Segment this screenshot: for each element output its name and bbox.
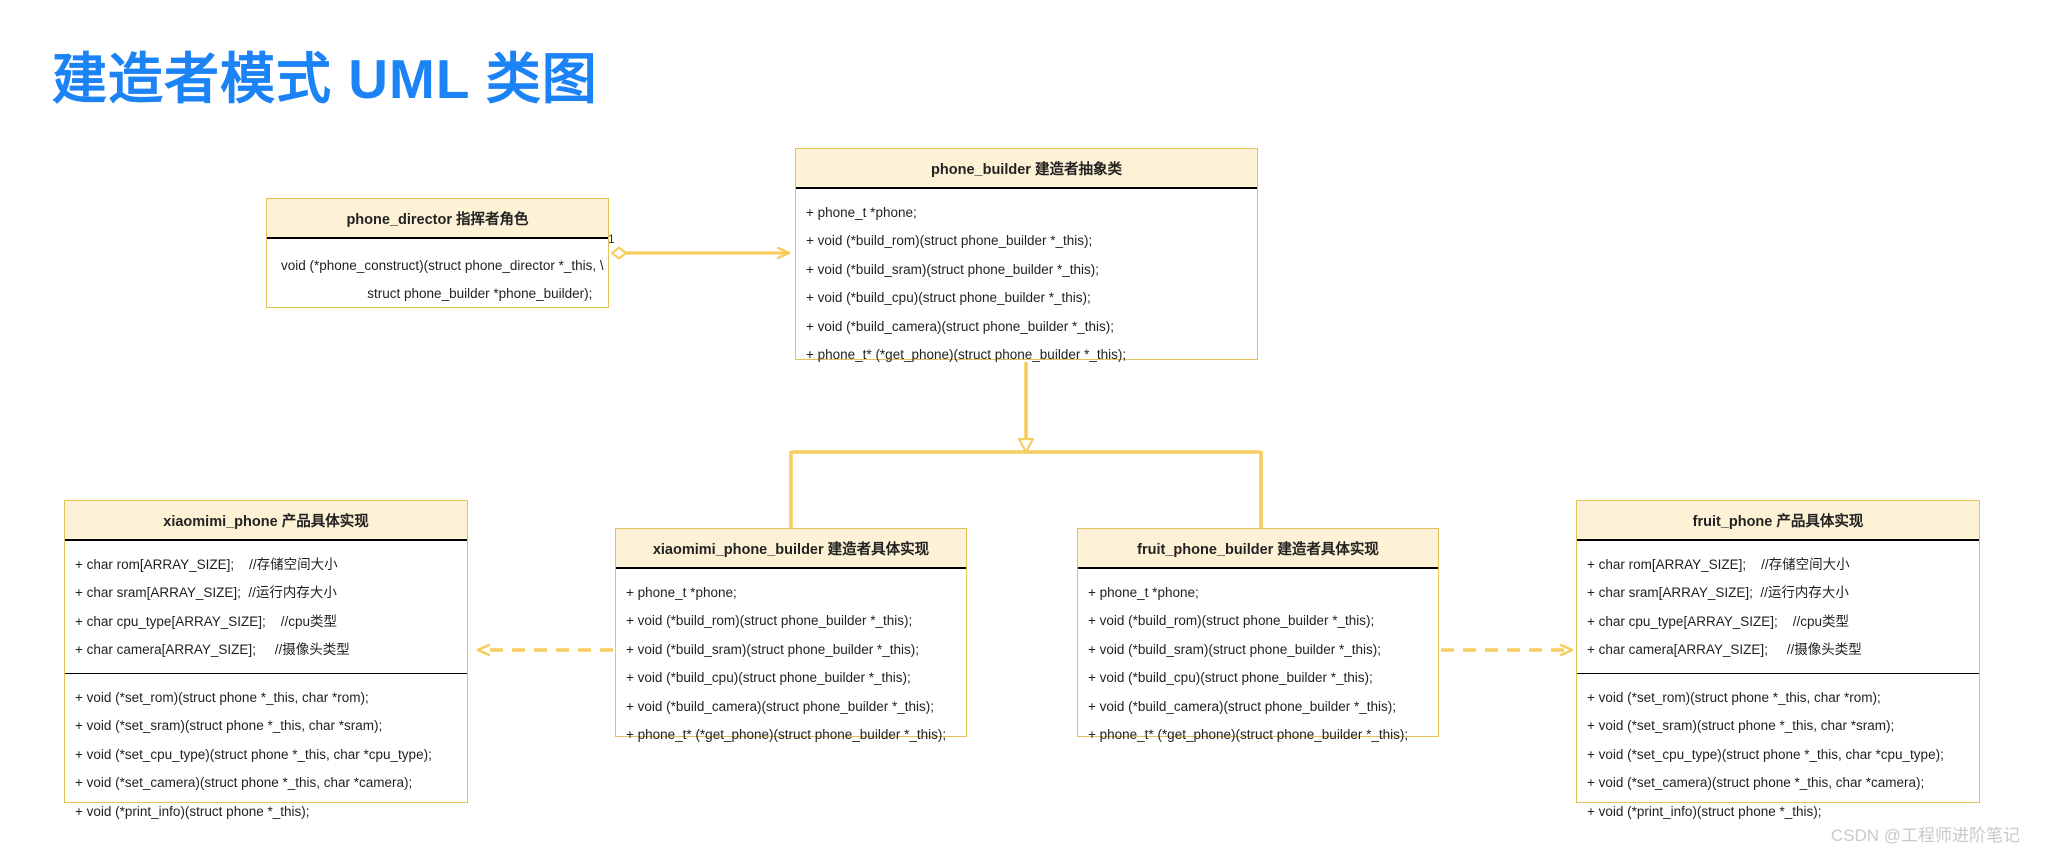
page-title: 建造者模式 UML 类图 xyxy=(52,48,598,110)
class-member: + void (*build_cpu)(struct phone_builder… xyxy=(1088,670,1373,685)
class-member: + void (*build_camera)(struct phone_buil… xyxy=(1088,698,1397,714)
class-member: + char camera[ARRAY_SIZE]; //摄像头类型 xyxy=(75,642,350,657)
class-member: + void (*build_sram)(struct phone_builde… xyxy=(806,261,1100,277)
class-member: + void (*build_cpu)(struct phone_builder… xyxy=(806,290,1091,305)
class-member: + char sram[ARRAY_SIZE]; //运行内存大小 xyxy=(75,585,337,600)
class-header-xiaomimi-phone: xiaomimi_phone 产品具体实现 xyxy=(65,501,467,541)
class-member: void (*phone_construct)(struct phone_dir… xyxy=(281,257,604,273)
class-box-fruit-phone[interactable]: fruit_phone 产品具体实现 + char rom[ARRAY_SIZE… xyxy=(1576,500,1980,818)
class-member: + void (*build_rom)(struct phone_builder… xyxy=(1088,613,1375,628)
class-section-fruit-phone-methods: + void (*set_rom)(struct phone *_this, c… xyxy=(1577,673,1979,835)
class-section-fruit-phone-attributes: + char rom[ARRAY_SIZE]; //存储空间大小 + char … xyxy=(1577,541,1979,673)
class-box-fruit-phone-builder[interactable]: fruit_phone_builder 建造者具体实现 + phone_t *p… xyxy=(1077,528,1439,741)
class-section-fruit-phone-builder-members: + phone_t *phone; + void (*build_rom)(st… xyxy=(1078,569,1438,758)
class-member: + void (*build_sram)(struct phone_builde… xyxy=(1088,641,1382,657)
class-header-fruit-phone: fruit_phone 产品具体实现 xyxy=(1577,501,1979,541)
class-box-xiaomimi-phone[interactable]: xiaomimi_phone 产品具体实现 + char rom[ARRAY_S… xyxy=(64,500,468,818)
class-member: + char cpu_type[ARRAY_SIZE]; //cpu类型 xyxy=(1587,613,1849,629)
class-header-phone-builder: phone_builder 建造者抽象类 xyxy=(796,149,1257,189)
class-member: + void (*build_cpu)(struct phone_builder… xyxy=(626,670,911,685)
class-member: + phone_t* (*get_phone)(struct phone_bui… xyxy=(626,727,947,742)
class-header-fruit-phone-builder: fruit_phone_builder 建造者具体实现 xyxy=(1078,529,1438,569)
class-member: + phone_t* (*get_phone)(struct phone_bui… xyxy=(806,347,1127,362)
multiplicity-label-director-builder: 1 xyxy=(608,232,615,246)
class-member: + void (*build_rom)(struct phone_builder… xyxy=(806,233,1093,248)
class-member: + void (*print_info)(struct phone *_this… xyxy=(1587,803,1822,819)
csdn-watermark: CSDN @工程师进阶笔记 xyxy=(1830,826,2020,845)
class-header-phone-director: phone_director 指挥者角色 xyxy=(267,199,608,239)
class-member: + phone_t *phone; xyxy=(1088,584,1199,600)
class-member: + void (*set_sram)(struct phone *_this, … xyxy=(1587,718,1895,733)
class-header-xiaomimi-phone-builder: xiaomimi_phone_builder 建造者具体实现 xyxy=(616,529,966,569)
class-member: + char sram[ARRAY_SIZE]; //运行内存大小 xyxy=(1587,585,1849,600)
class-member: + phone_t *phone; xyxy=(806,204,917,220)
class-member: + char cpu_type[ARRAY_SIZE]; //cpu类型 xyxy=(75,613,337,629)
class-section-phone-builder-members: + phone_t *phone; + void (*build_rom)(st… xyxy=(796,189,1257,378)
class-member: + char rom[ARRAY_SIZE]; //存储空间大小 xyxy=(75,556,338,572)
class-member: + void (*set_rom)(struct phone *_this, c… xyxy=(1587,689,1881,705)
class-member: + void (*build_camera)(struct phone_buil… xyxy=(626,698,935,714)
class-member: + void (*build_camera)(struct phone_buil… xyxy=(806,318,1115,334)
class-member: + void (*set_cpu_type)(struct phone *_th… xyxy=(1587,746,1944,762)
class-member: + phone_t* (*get_phone)(struct phone_bui… xyxy=(1088,727,1409,742)
class-box-phone-builder[interactable]: phone_builder 建造者抽象类 + phone_t *phone; +… xyxy=(795,148,1258,361)
class-section-xiaomimi-phone-builder-members: + phone_t *phone; + void (*build_rom)(st… xyxy=(616,569,966,758)
class-section-phone-director-methods: void (*phone_construct)(struct phone_dir… xyxy=(267,239,608,317)
class-box-phone-director[interactable]: phone_director 指挥者角色 void (*phone_constr… xyxy=(266,198,609,308)
class-member: + void (*set_camera)(struct phone *_this… xyxy=(1587,775,1925,790)
class-member: + void (*set_rom)(struct phone *_this, c… xyxy=(75,689,369,705)
class-member: + phone_t *phone; xyxy=(626,584,737,600)
class-member: + void (*build_rom)(struct phone_builder… xyxy=(626,613,913,628)
class-member: + char rom[ARRAY_SIZE]; //存储空间大小 xyxy=(1587,556,1850,572)
class-box-xiaomimi-phone-builder[interactable]: xiaomimi_phone_builder 建造者具体实现 + phone_t… xyxy=(615,528,967,741)
class-member: + void (*set_cpu_type)(struct phone *_th… xyxy=(75,746,432,762)
relation-builders-inherit-phone-builder xyxy=(789,362,1263,528)
class-member: + void (*print_info)(struct phone *_this… xyxy=(75,803,310,819)
class-member: + void (*build_sram)(struct phone_builde… xyxy=(626,641,920,657)
class-section-xiaomimi-phone-methods: + void (*set_rom)(struct phone *_this, c… xyxy=(65,673,467,835)
class-section-xiaomimi-phone-attributes: + char rom[ARRAY_SIZE]; //存储空间大小 + char … xyxy=(65,541,467,673)
class-member: + void (*set_camera)(struct phone *_this… xyxy=(75,775,413,790)
class-member: + void (*set_sram)(struct phone *_this, … xyxy=(75,718,383,733)
class-member: struct phone_builder *phone_builder); xyxy=(281,286,593,301)
class-member: + char camera[ARRAY_SIZE]; //摄像头类型 xyxy=(1587,642,1862,657)
